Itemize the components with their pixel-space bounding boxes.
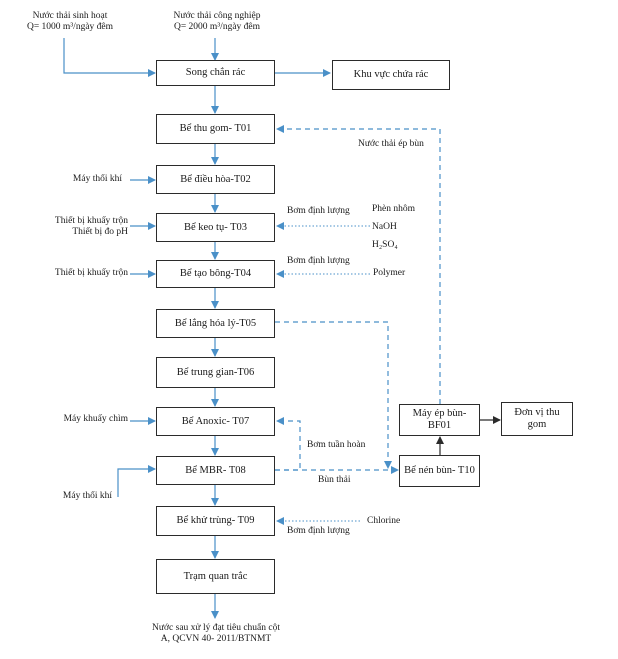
t06-box: Bể trung gian-T06	[156, 357, 275, 388]
dosing-pump-label-2: Bơm định lượng	[287, 256, 350, 266]
press-filtrate-return-line	[276, 125, 441, 404]
t04-box: Bể tạo bông-T04	[156, 260, 275, 288]
press-water-label: Nước thải ép bùn	[358, 139, 424, 149]
dosing-pump-label-3: Bơm định lượng	[287, 526, 350, 536]
t03-box: Bể keo tụ- T03	[156, 213, 275, 242]
screen-box: Song chắn rác	[156, 60, 275, 86]
t07-box: Bể Anoxic- T07	[156, 407, 275, 436]
blower-t08-arrow	[117, 465, 156, 497]
t05-sludge-line	[275, 321, 392, 469]
excess-sludge-label: Bùn thải	[318, 475, 351, 485]
waste-area-box: Khu vực chứa rác	[332, 60, 450, 90]
submersible-mixer-label: Máy khuấy chìm	[63, 414, 128, 424]
recirculation-line	[275, 417, 301, 471]
t10-box: Bể nén bùn- T10	[399, 455, 480, 487]
industrial-input-label: Nước thải công nghiệp Q= 2000 m³/ngày đê…	[173, 11, 261, 32]
t05-box: Bể lắng hóa lý-T05	[156, 309, 275, 338]
t08-box: Bể MBR- T08	[156, 456, 275, 485]
recirculation-pump-label: Bơm tuần hoàn	[307, 440, 366, 450]
blower-label-1: Máy thổi khí	[72, 174, 122, 184]
naoh-label: NaOH	[372, 222, 397, 232]
polymer-label: Polymer	[373, 268, 406, 278]
t02-box: Bể điều hòa-T02	[156, 165, 275, 194]
sludge-unit-box: Đơn vị thu gom	[501, 402, 573, 436]
t09-box: Bể khử trùng- T09	[156, 506, 275, 536]
h2so4-label: H₂SO₄	[372, 240, 398, 250]
t01-box: Bể thu gom- T01	[156, 114, 275, 144]
monitoring-station-box: Trạm quan trắc	[156, 559, 275, 594]
dosing-pump-label-1: Bơm định lượng	[287, 206, 350, 216]
domestic-input-arrow	[63, 38, 156, 77]
chlorine-label: Chlorine	[367, 516, 401, 526]
domestic-input-label: Nước thải sinh hoạt Q= 1000 m³/ngày đêm	[26, 11, 114, 32]
bf01-box: Máy ép bùn- BF01	[399, 404, 480, 436]
mixer-ph-label: Thiết bị khuấy trộn Thiết bị đo pH	[54, 216, 128, 237]
output-label: Nước sau xử lý đạt tiêu chuẩn cột A, QCV…	[152, 623, 280, 644]
blower-label-2: Máy thổi khí	[62, 491, 112, 501]
alum-label: Phèn nhôm	[372, 204, 416, 214]
mixer-label-2: Thiết bị khuấy trộn	[54, 268, 128, 278]
